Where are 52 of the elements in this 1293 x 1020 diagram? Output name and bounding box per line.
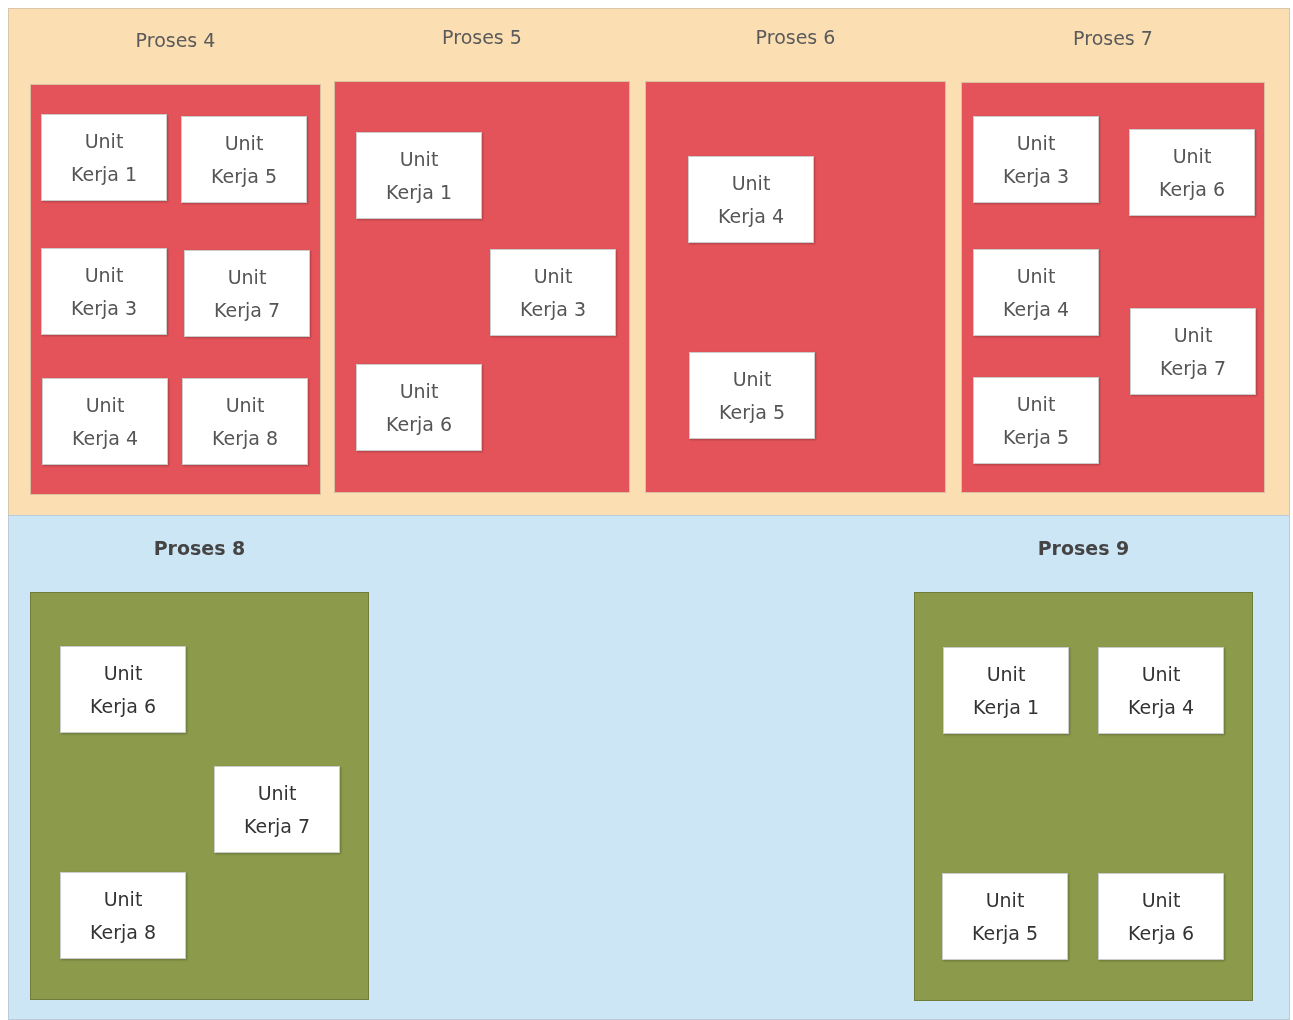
unit-label: Unit Kerja 3	[1001, 130, 1071, 189]
unit-label: Unit Kerja 5	[209, 130, 279, 189]
unit-label: Unit Kerja 5	[970, 887, 1040, 946]
unit-label: Unit Kerja 5	[1001, 391, 1071, 450]
unit-label: Unit Kerja 6	[88, 660, 158, 719]
unit-card	[356, 364, 482, 451]
unit-label: Unit Kerja 7	[212, 264, 282, 323]
unit-card	[1130, 308, 1256, 395]
unit-card	[182, 378, 308, 465]
unit-label: Unit Kerja 8	[88, 886, 158, 945]
panel-heading: Proses 4	[134, 28, 217, 53]
unit-card	[356, 132, 482, 219]
unit-card	[1098, 873, 1224, 960]
unit-card	[1098, 647, 1224, 734]
panel-heading: Proses 5	[441, 25, 523, 50]
unit-label: Unit Kerja 5	[717, 366, 787, 425]
unit-label: Unit Kerja 3	[69, 262, 139, 321]
unit-card	[973, 249, 1099, 336]
unit-card	[42, 378, 168, 465]
unit-card	[490, 249, 616, 336]
unit-card	[973, 116, 1099, 203]
unit-card	[41, 114, 167, 201]
unit-label: Unit Kerja 6	[1157, 143, 1227, 202]
unit-card	[689, 352, 815, 439]
panel-heading: Proses 8	[152, 536, 247, 561]
unit-card	[943, 647, 1069, 734]
panel-heading: Proses 9	[1036, 536, 1131, 561]
unit-label: Unit Kerja 4	[1126, 661, 1196, 720]
panel-heading: Proses 7	[1072, 26, 1154, 51]
unit-label: Unit Kerja 1	[971, 661, 1041, 720]
unit-label: Unit Kerja 7	[242, 780, 312, 839]
unit-label: Unit Kerja 7	[1158, 322, 1228, 381]
unit-label: Unit Kerja 6	[1126, 887, 1196, 946]
unit-card	[688, 156, 814, 243]
unit-label: Unit Kerja 4	[716, 170, 786, 229]
unit-card	[41, 248, 167, 335]
unit-card	[184, 250, 310, 337]
unit-card	[973, 377, 1099, 464]
unit-label: Unit Kerja 8	[210, 392, 280, 451]
unit-label: Unit Kerja 3	[518, 263, 588, 322]
unit-label: Unit Kerja 6	[384, 378, 454, 437]
unit-label: Unit Kerja 1	[384, 146, 454, 205]
unit-card	[1129, 129, 1255, 216]
unit-label: Unit Kerja 1	[69, 128, 139, 187]
unit-card	[942, 873, 1068, 960]
unit-card	[214, 766, 340, 853]
unit-label: Unit Kerja 4	[70, 392, 140, 451]
unit-label: Unit Kerja 4	[1001, 263, 1071, 322]
unit-card	[60, 872, 186, 959]
unit-card	[181, 116, 307, 203]
panel-heading: Proses 6	[754, 25, 837, 50]
unit-card	[60, 646, 186, 733]
